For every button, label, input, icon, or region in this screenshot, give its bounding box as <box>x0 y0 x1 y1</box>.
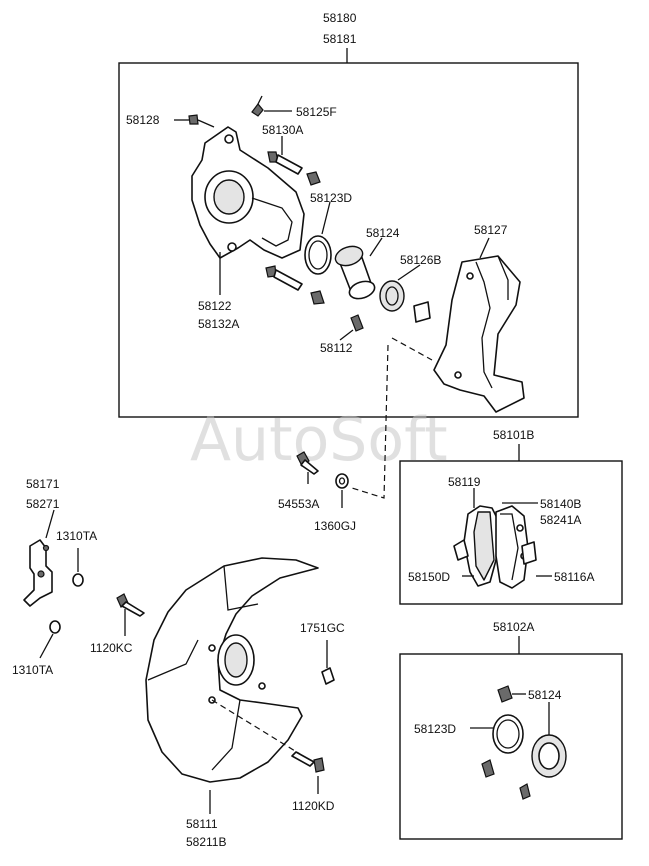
label-1360gj: 1360GJ <box>314 519 356 533</box>
hose-bracket-drawing <box>23 539 53 607</box>
label-58211b: 58211B <box>186 835 226 849</box>
label-1120kc: 1120KC <box>90 641 133 655</box>
sleeve-drawing <box>350 314 364 332</box>
label-58130a: 58130A <box>262 123 303 137</box>
label-kit-58124: 58124 <box>528 688 562 702</box>
watermark: AutoSoft <box>190 405 448 475</box>
label-58171: 58171 <box>26 477 60 491</box>
label-58124: 58124 <box>366 226 400 240</box>
retaining-ring-drawing <box>413 301 431 323</box>
label-58116a: 58116A <box>554 570 594 584</box>
washer-1360gj-drawing <box>335 473 349 489</box>
group-label-58181: 58181 <box>323 32 357 46</box>
label-58241a: 58241A <box>540 513 581 527</box>
label-1751gc: 1751GC <box>300 621 345 635</box>
dust-shield-drawing <box>145 557 319 783</box>
clip-1751gc-drawing <box>321 667 335 685</box>
bolt-1120kd-drawing <box>291 751 325 773</box>
label-58119: 58119 <box>448 475 481 489</box>
label-58112: 58112 <box>320 341 353 355</box>
group-label-58180: 58180 <box>323 11 357 25</box>
label-54553a: 54553A <box>278 497 319 511</box>
kit-sleeve-drawing <box>481 759 531 800</box>
label-58128: 58128 <box>126 113 160 127</box>
brake-pad-drawing <box>463 505 529 589</box>
pin-boot-lower-drawing <box>310 290 325 305</box>
label-58150d: 58150D <box>408 570 450 584</box>
label-58271: 58271 <box>26 497 60 511</box>
caliper-assembly-box <box>118 62 579 418</box>
label-1120kd: 1120KD <box>292 799 335 813</box>
pad-shim-drawing <box>453 539 537 565</box>
pad-kit-box <box>399 460 623 605</box>
guide-pin-upper-drawing <box>267 151 303 175</box>
label-kit-58123d: 58123D <box>414 722 456 736</box>
label-58122: 58122 <box>198 299 232 313</box>
kit-boot-upper-drawing <box>497 685 513 703</box>
pin-boot-upper-drawing <box>306 171 321 186</box>
seal-kit-box <box>399 653 623 840</box>
label-58126b: 58126B <box>400 253 441 267</box>
label-58140b: 58140B <box>540 497 581 511</box>
caliper-bracket-drawing <box>433 255 525 413</box>
nut-1310ta-upper-drawing <box>72 573 84 587</box>
nut-1310ta-lower-drawing <box>49 620 61 634</box>
label-58127: 58127 <box>474 223 508 237</box>
kit-seal-drawing <box>492 714 524 754</box>
guide-pin-lower-drawing <box>265 265 303 291</box>
kit-piston-boot-drawing <box>531 734 567 778</box>
bracket-bolt-drawing <box>296 451 319 475</box>
label-1310ta-upper: 1310TA <box>56 529 97 543</box>
group-label-58101b: 58101B <box>493 428 534 442</box>
label-58132a: 58132A <box>198 317 239 331</box>
bolt-1120kc-drawing <box>116 593 145 617</box>
label-58123d: 58123D <box>310 191 352 205</box>
bolt-58128-drawing <box>188 114 215 128</box>
group-label-58102a: 58102A <box>493 620 534 634</box>
label-58125f: 58125F <box>296 105 337 119</box>
piston-seal-drawing <box>304 235 332 275</box>
bleeder-screw-drawing <box>251 95 264 117</box>
caliper-body-drawing <box>191 126 305 259</box>
piston-drawing <box>334 245 376 300</box>
label-1310ta-lower: 1310TA <box>12 663 53 677</box>
dust-boot-drawing <box>379 280 405 312</box>
label-58111: 58111 <box>186 817 218 831</box>
